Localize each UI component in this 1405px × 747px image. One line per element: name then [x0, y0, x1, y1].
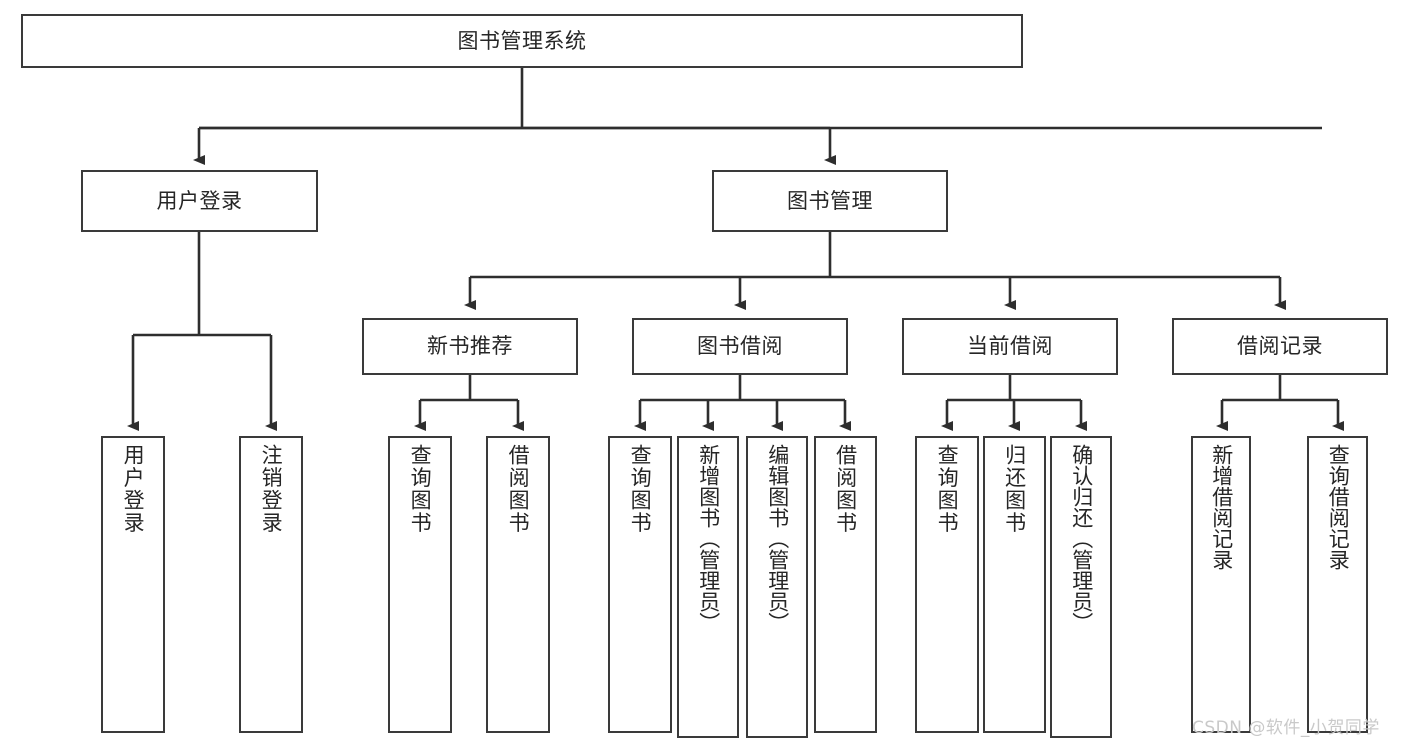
watermark-text: CSDN @软件_小贺同学: [1192, 718, 1380, 738]
node-label: 归还图书: [1002, 444, 1027, 534]
node-label: 新增图书（管理员）: [696, 444, 721, 633]
node-user-login[interactable]: 用户登录: [81, 170, 318, 232]
leaf-return-book[interactable]: 归还图书: [983, 436, 1046, 733]
node-label: 查询借阅记录: [1326, 444, 1351, 570]
node-label: 借阅图书: [506, 444, 531, 534]
leaf-confirm-return-admin[interactable]: 确认归还（管理员）: [1050, 436, 1112, 738]
node-label: 注销登录: [259, 444, 284, 534]
node-root-book-management-system[interactable]: 图书管理系统: [21, 14, 1023, 68]
leaf-query-borrow-record[interactable]: 查询借阅记录: [1307, 436, 1368, 733]
node-label: 用户登录: [156, 188, 243, 213]
leaf-user-login[interactable]: 用户登录: [101, 436, 165, 733]
node-label: 编辑图书（管理员）: [765, 444, 790, 633]
leaf-add-book-admin[interactable]: 新增图书（管理员）: [677, 436, 739, 738]
node-label: 借阅记录: [1237, 334, 1323, 359]
node-label: 查询图书: [408, 444, 433, 534]
node-label: 新增借阅记录: [1209, 444, 1234, 570]
node-label: 新书推荐: [427, 334, 513, 359]
node-label: 图书管理系统: [457, 28, 587, 53]
node-label: 借阅图书: [833, 444, 858, 534]
leaf-borrow-book[interactable]: 借阅图书: [814, 436, 877, 733]
node-label: 查询图书: [935, 444, 960, 534]
leaf-query-book-recommend[interactable]: 查询图书: [388, 436, 452, 733]
leaf-edit-book-admin[interactable]: 编辑图书（管理员）: [746, 436, 808, 738]
node-label: 确认归还（管理员）: [1069, 444, 1094, 633]
node-current-borrow[interactable]: 当前借阅: [902, 318, 1118, 375]
node-book-borrow[interactable]: 图书借阅: [632, 318, 848, 375]
node-label: 用户登录: [121, 444, 146, 534]
leaf-add-borrow-record[interactable]: 新增借阅记录: [1191, 436, 1251, 733]
leaf-query-book-current[interactable]: 查询图书: [915, 436, 979, 733]
node-label: 查询图书: [628, 444, 653, 534]
node-label: 当前借阅: [967, 334, 1053, 359]
node-label: 图书管理: [787, 188, 873, 213]
node-new-book-recommend[interactable]: 新书推荐: [362, 318, 578, 375]
node-label: 图书借阅: [697, 334, 783, 359]
leaf-borrow-book-recommend[interactable]: 借阅图书: [486, 436, 550, 733]
node-borrow-record[interactable]: 借阅记录: [1172, 318, 1388, 375]
leaf-logout[interactable]: 注销登录: [239, 436, 303, 733]
node-book-management[interactable]: 图书管理: [712, 170, 948, 232]
leaf-query-book-borrow[interactable]: 查询图书: [608, 436, 672, 733]
